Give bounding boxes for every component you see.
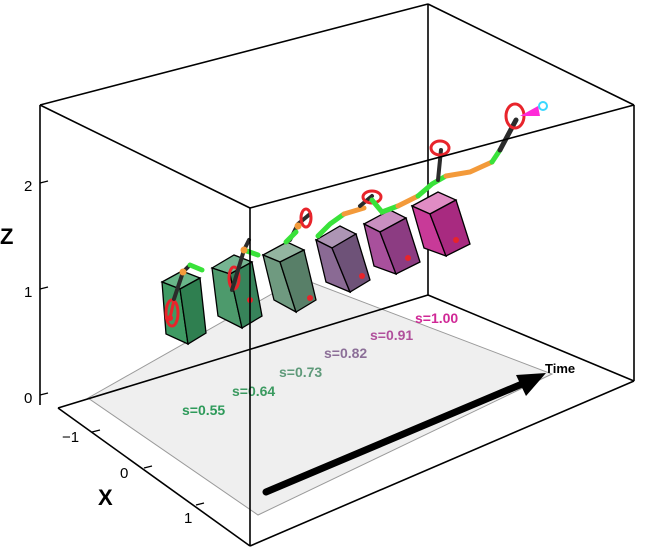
snapshot-label: s=0.82 bbox=[324, 345, 367, 361]
z-axis-title: Z bbox=[0, 224, 13, 249]
x-tick-label: 1 bbox=[184, 510, 192, 527]
z-tick-label: 1 bbox=[24, 284, 32, 301]
z-axis-ticks bbox=[39, 180, 49, 396]
snapshot-box-2 bbox=[210, 238, 263, 330]
snapshot-box-4 bbox=[314, 205, 371, 294]
x-axis-title: X bbox=[98, 485, 113, 510]
z-tick-label: 0 bbox=[24, 390, 32, 407]
snapshot-box-1 bbox=[160, 262, 207, 346]
snapshot-box-5 bbox=[358, 189, 421, 276]
x-tick-label: 0 bbox=[120, 465, 128, 482]
snapshot-labels: s=0.55 s=0.64 s=0.73 s=0.82 s=0.91 s=1.0… bbox=[182, 310, 458, 418]
time-arrow bbox=[262, 373, 546, 496]
x-tick-label: −1 bbox=[62, 429, 79, 446]
z-tick-label: 2 bbox=[24, 178, 32, 195]
snapshot-label: s=0.55 bbox=[182, 402, 225, 418]
box-front-edges bbox=[39, 104, 635, 547]
time-label: Time bbox=[545, 361, 575, 376]
snapshot-label: s=0.64 bbox=[232, 383, 275, 399]
snapshot-label: s=0.73 bbox=[279, 364, 322, 380]
snapshot-label: s=1.00 bbox=[415, 310, 458, 326]
snapshot-label: s=0.91 bbox=[370, 327, 413, 343]
snapshot-box-3 bbox=[261, 207, 317, 314]
snapshot-box-6 bbox=[410, 101, 548, 258]
x-axis-ticks bbox=[91, 429, 205, 506]
